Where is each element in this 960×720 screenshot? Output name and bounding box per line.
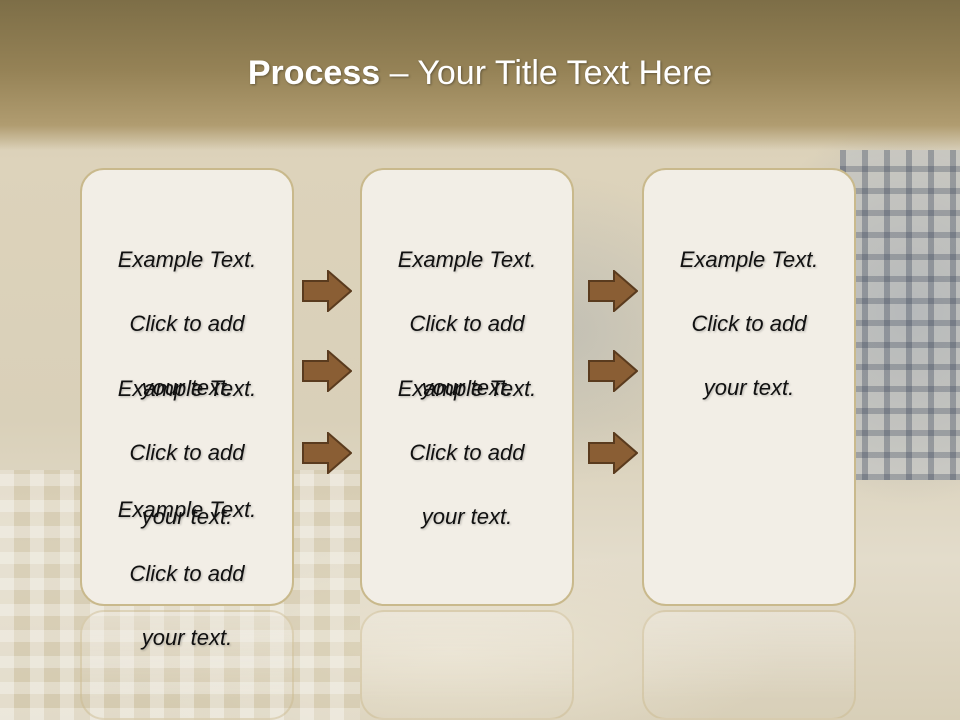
text-placeholder[interactable]: Example Text. Click to add your text. bbox=[362, 212, 572, 436]
panel-reflection bbox=[80, 610, 294, 720]
right-arrow-shape bbox=[302, 350, 352, 392]
background-plaid-shirt bbox=[840, 150, 960, 480]
text-placeholder[interactable]: Example Text. Click to add your text. bbox=[82, 212, 292, 436]
text-line: Example Text. bbox=[679, 247, 819, 272]
text-placeholder[interactable]: Example Text. Click to add your text. bbox=[644, 212, 854, 436]
title-rest: – Your Title Text Here bbox=[380, 54, 713, 92]
title-band bbox=[0, 0, 960, 150]
text-line: your text. bbox=[141, 375, 233, 400]
text-line: your text. bbox=[421, 504, 513, 529]
process-panel-2[interactable]: Example Text. Click to add your text. Ex… bbox=[360, 168, 574, 606]
text-line: Example Text. bbox=[397, 376, 537, 401]
right-arrow-shape bbox=[588, 432, 638, 474]
text-line: your text. bbox=[141, 504, 233, 529]
title-bold: Process bbox=[247, 54, 381, 92]
text-line: your text. bbox=[141, 625, 233, 650]
right-arrow-icon[interactable] bbox=[302, 432, 352, 474]
text-line: your text. bbox=[421, 375, 513, 400]
text-line: Click to add bbox=[129, 440, 245, 465]
right-arrow-icon[interactable] bbox=[588, 270, 638, 312]
text-line: Click to add bbox=[129, 561, 245, 586]
text-placeholder[interactable]: Example Text. Click to add your text. bbox=[82, 341, 292, 565]
right-arrow-icon[interactable] bbox=[588, 350, 638, 392]
text-line: Click to add bbox=[129, 311, 245, 336]
process-panel-1[interactable]: Example Text. Click to add your text. Ex… bbox=[80, 168, 294, 650]
text-line: Click to add bbox=[409, 311, 525, 336]
right-arrow-icon[interactable] bbox=[302, 350, 352, 392]
text-placeholder[interactable]: Example Text. Click to add your text. bbox=[362, 341, 572, 565]
text-line: Click to add bbox=[691, 311, 807, 336]
text-line: your text. bbox=[703, 375, 795, 400]
right-arrow-icon[interactable] bbox=[588, 432, 638, 474]
right-arrow-shape bbox=[302, 270, 352, 312]
text-placeholder[interactable]: Example Text. Click to add your text. bbox=[82, 462, 292, 686]
text-line: Click to add bbox=[409, 440, 525, 465]
right-arrow-shape bbox=[588, 350, 638, 392]
panel-reflection bbox=[360, 610, 574, 720]
text-line: Example Text. bbox=[397, 247, 537, 272]
right-arrow-icon[interactable] bbox=[302, 270, 352, 312]
text-line: Example Text. bbox=[117, 497, 257, 522]
text-line: Example Text. bbox=[117, 376, 257, 401]
right-arrow-shape bbox=[302, 432, 352, 474]
slide-title[interactable]: Process – Your Title Text Here bbox=[0, 54, 960, 93]
process-panel-3[interactable]: Example Text. Click to add your text. bbox=[642, 168, 856, 606]
panel-reflection bbox=[642, 610, 856, 720]
right-arrow-shape bbox=[588, 270, 638, 312]
text-line: Example Text. bbox=[117, 247, 257, 272]
